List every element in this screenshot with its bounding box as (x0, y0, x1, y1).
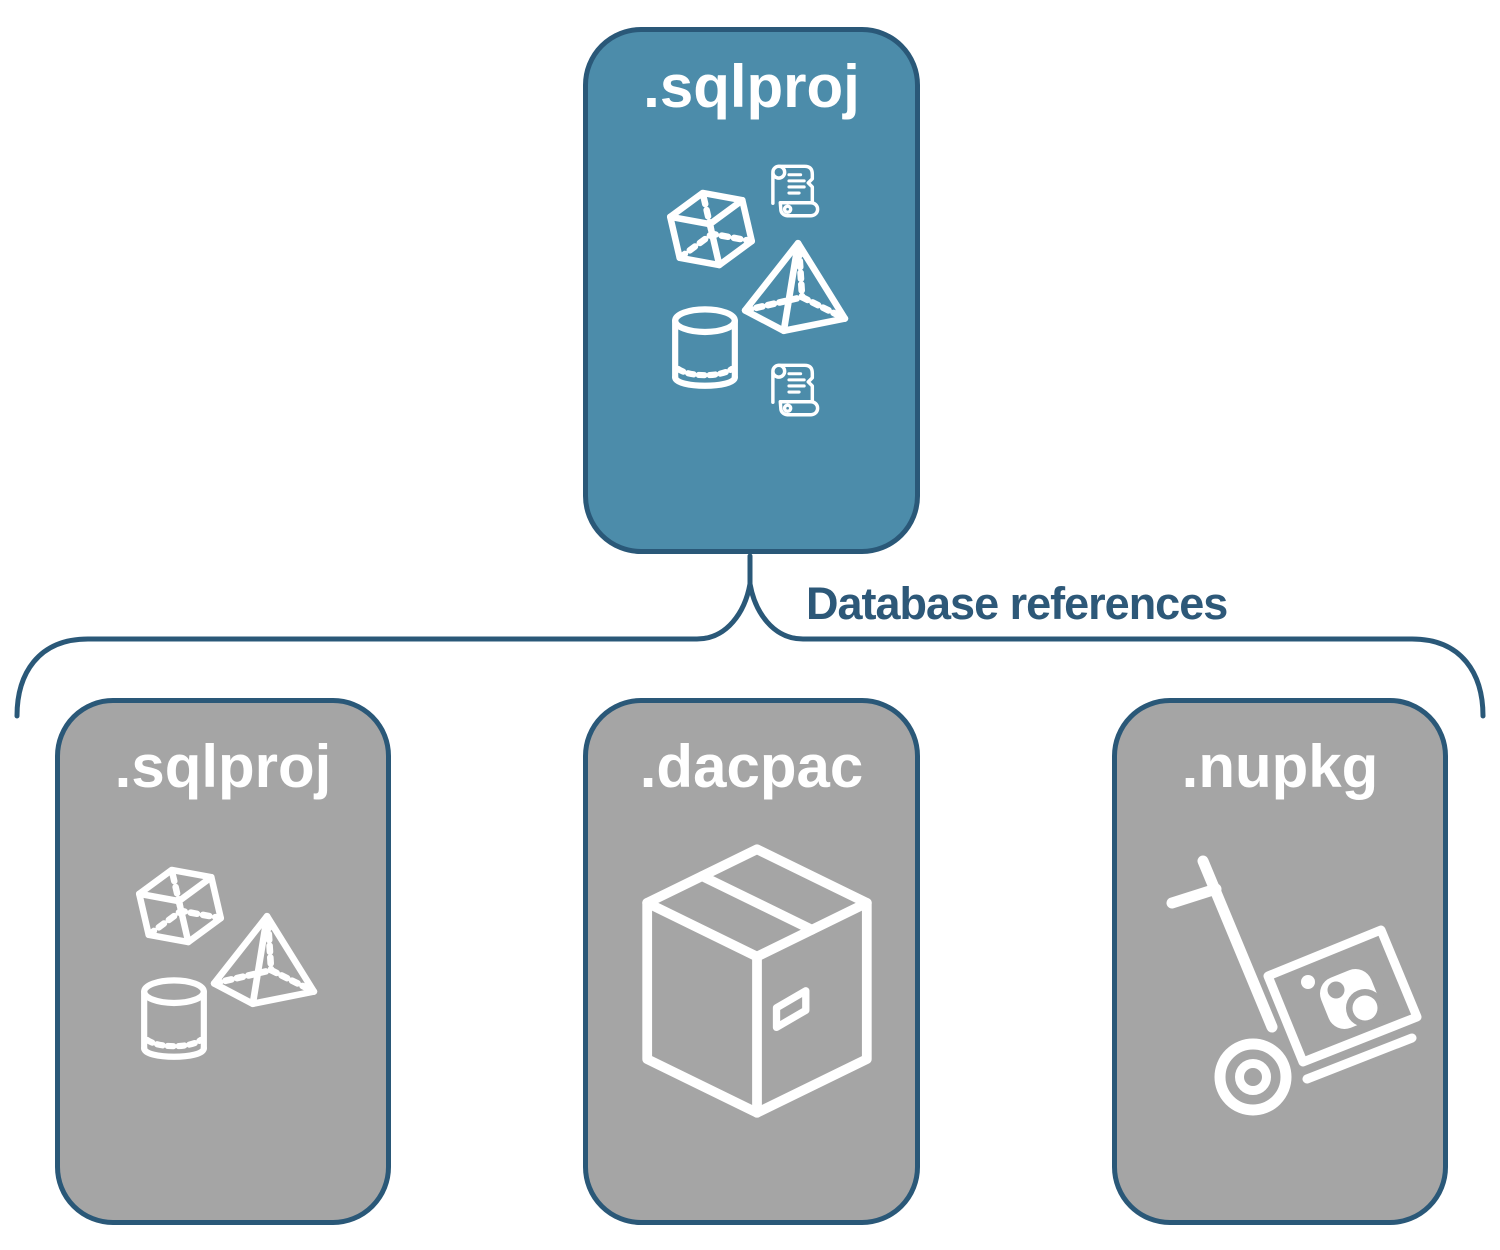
nuget-hand-truck-icon (1166, 855, 1422, 1116)
package-box-icon (642, 844, 872, 1118)
database-cylinder-icon (141, 977, 207, 1060)
database-cylinder-icon (672, 306, 738, 389)
child-box-sqlproj: .sqlproj (55, 698, 391, 1225)
nuget-logo (1301, 968, 1384, 1030)
child-box-nupkg: .nupkg (1112, 698, 1448, 1225)
child-box-title: .sqlproj (114, 733, 332, 800)
cube-icon (135, 866, 225, 946)
root-box-sqlproj: .sqlproj (583, 27, 920, 554)
child-box-dacpac: .dacpac (583, 698, 920, 1225)
pyramid-icon (741, 239, 849, 335)
connector-label: Database references (806, 578, 1228, 629)
child-box-title: .nupkg (1181, 733, 1379, 800)
pyramid-icon (210, 912, 318, 1008)
root-box-title: .sqlproj (643, 53, 860, 120)
child-box-title: .dacpac (639, 733, 864, 800)
script-scroll-icon (771, 363, 820, 417)
cube-icon (666, 189, 756, 269)
script-scroll-icon (771, 164, 820, 218)
